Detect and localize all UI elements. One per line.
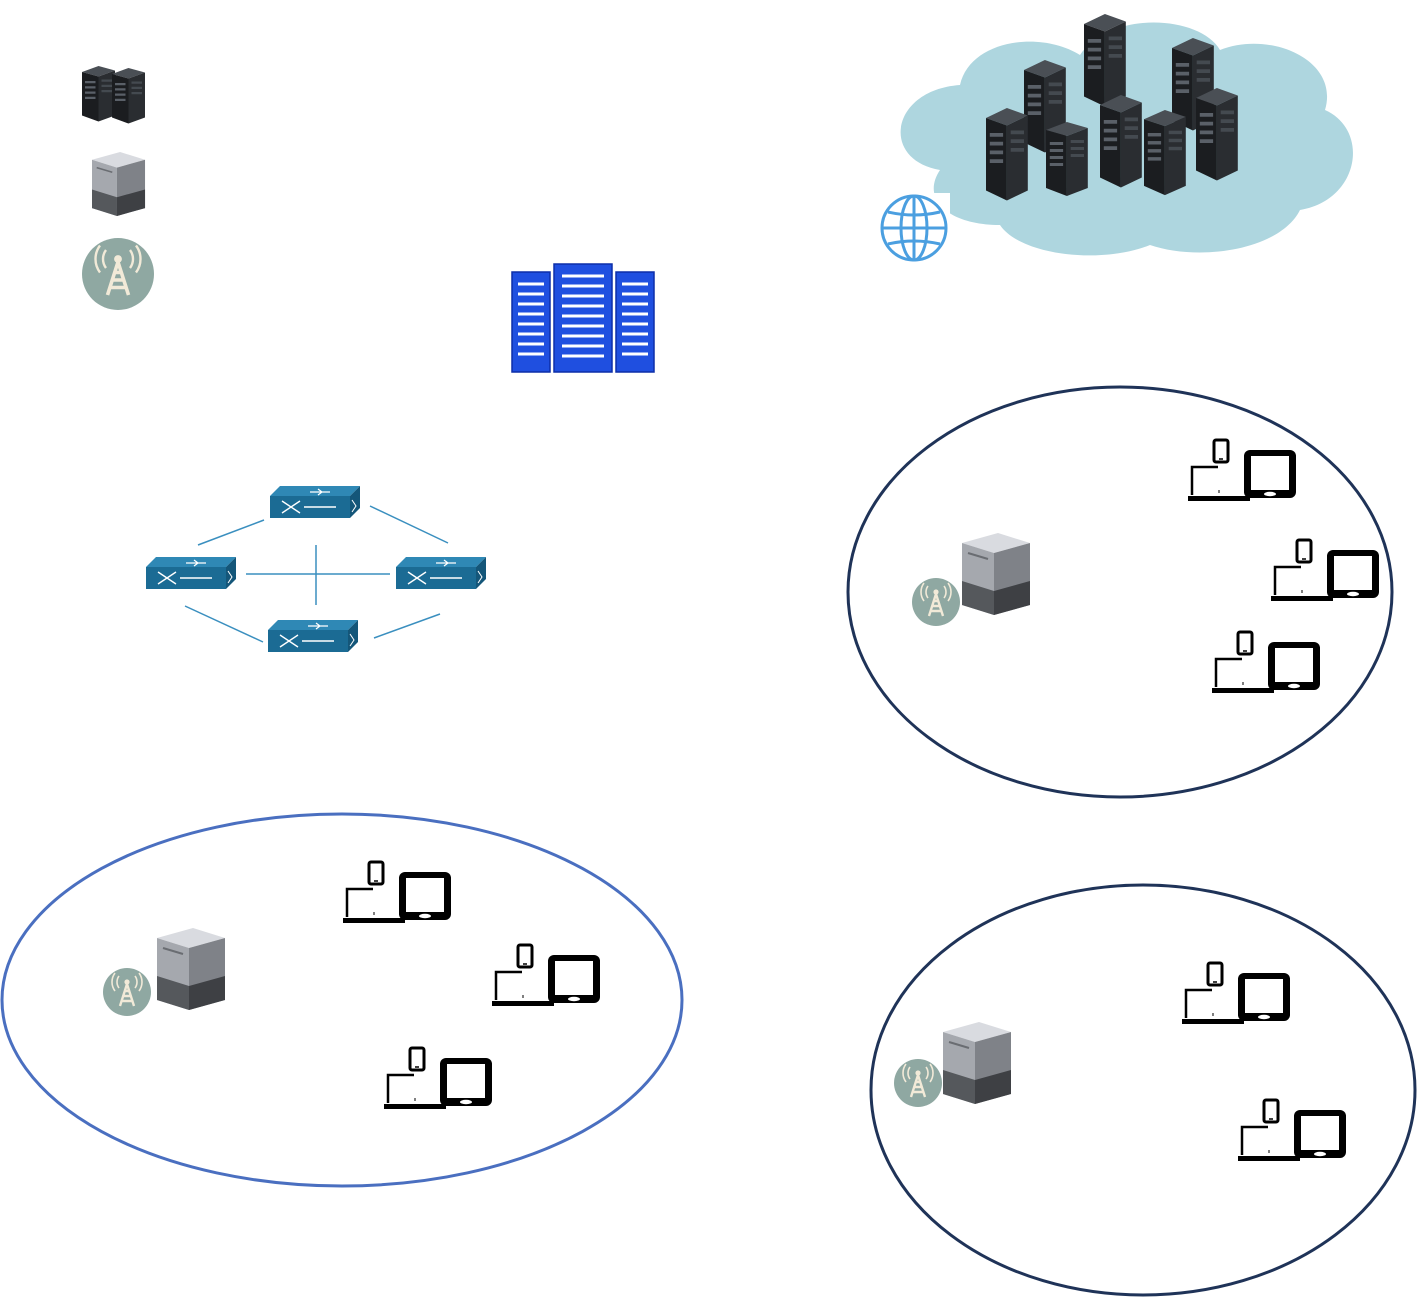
user-devices-icon (341, 860, 453, 925)
globe-icon (876, 193, 950, 263)
network-switch-icon-top (269, 485, 361, 519)
cell-left-bottom-boundary (0, 812, 684, 1188)
user-devices-icon (1210, 630, 1322, 695)
datacenter-building-icon (511, 263, 655, 373)
user-devices-icon (1236, 1098, 1348, 1163)
network-switch-icon-right (395, 556, 487, 590)
legend-cloud-server-icon (82, 66, 145, 124)
base-station-icon (101, 966, 153, 1018)
base-station-icon (910, 576, 962, 628)
cell-right-top-boundary (846, 385, 1394, 799)
legend-base-station-icon (80, 236, 156, 312)
switch-links (184, 505, 449, 643)
base-station-icon (892, 1057, 944, 1109)
cell-right-bottom-boundary (869, 883, 1417, 1297)
user-devices-icon (382, 1046, 494, 1111)
edge-server-icon (942, 1021, 1012, 1105)
user-devices-icon (490, 943, 602, 1008)
network-switch-icon-bottom (267, 619, 359, 653)
legend-edge-server-icon (91, 151, 146, 217)
network-switch-icon-left (145, 556, 237, 590)
user-devices-icon (1180, 961, 1292, 1026)
edge-server-icon (961, 532, 1031, 616)
user-devices-icon (1186, 438, 1298, 503)
user-devices-icon (1269, 538, 1381, 603)
edge-server-icon (156, 927, 226, 1011)
